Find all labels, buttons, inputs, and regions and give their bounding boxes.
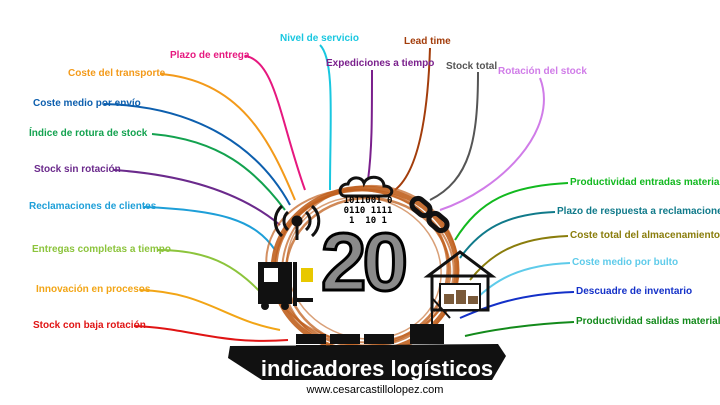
- label-innovacion: Innovación en procesos: [36, 284, 151, 295]
- label-baja-rotacion: Stock con baja rotación: [33, 320, 146, 331]
- label-nivel-servicio: Nivel de servicio: [280, 33, 359, 44]
- cargo-ship-icon: [228, 324, 506, 380]
- connector-rotura-stock: [151, 133, 286, 211]
- connector-nivel-servicio: [319, 44, 332, 191]
- big-number-20: 20: [319, 217, 409, 308]
- binary-code-text: 1011001 0 0110 1111 1 10 1: [343, 196, 393, 226]
- label-rotura-stock: Índice de rotura de stock: [29, 128, 148, 139]
- label-lead-time: Lead time: [404, 36, 451, 47]
- connector-productividad-salidas: [464, 321, 575, 337]
- label-descuadre: Descuadre de inventario: [576, 286, 693, 297]
- label-coste-almacenamiento: Coste total del almacenamiento: [570, 230, 720, 241]
- connector-coste-bulto: [474, 262, 571, 301]
- banner-title: indicadores logísticos: [260, 356, 494, 381]
- connector-stock-sin-rotacion: [113, 169, 281, 226]
- label-coste-envio: Coste medio por envío: [33, 98, 141, 109]
- antenna-icon: [273, 204, 321, 240]
- connector-plazo-entrega: [244, 55, 306, 191]
- connector-lines: [103, 44, 575, 342]
- connector-productividad-entradas: [454, 182, 569, 241]
- label-coste-bulto: Coste medio por bulto: [572, 257, 679, 268]
- website-url[interactable]: www.cesarcastillolopez.com: [306, 384, 444, 396]
- label-entregas-completas: Entregas completas a tiempo: [32, 244, 171, 255]
- connector-innovacion: [139, 289, 281, 331]
- connector-entregas-completas: [157, 249, 269, 301]
- connector-coste-transporte: [159, 73, 296, 201]
- connector-reclamaciones: [143, 206, 276, 251]
- forklift-icon: [258, 262, 313, 310]
- label-stock-sin-rotacion: Stock sin rotación: [34, 164, 121, 175]
- connector-baja-rotacion: [133, 325, 289, 342]
- label-rotacion-stock: Rotación del stock: [498, 66, 587, 77]
- chain-icon: [409, 195, 450, 234]
- connector-expediciones: [367, 69, 373, 181]
- connector-coste-almacenamiento: [469, 235, 569, 281]
- label-productividad-entradas: Productividad entradas material: [570, 177, 720, 188]
- connector-descuadre: [459, 291, 575, 319]
- label-expediciones: Expediciones a tiempo: [326, 58, 435, 69]
- label-plazo-entrega: Plazo de entrega: [170, 50, 250, 61]
- cloud-icon: [338, 175, 394, 198]
- connector-lead-time: [394, 47, 431, 191]
- label-stock-total: Stock total: [446, 61, 498, 72]
- connector-rotacion-stock: [439, 77, 545, 211]
- label-productividad-salidas: Productividad salidas material: [576, 316, 720, 327]
- connector-respuesta-reclamaciones: [459, 211, 556, 259]
- label-reclamaciones: Reclamaciones de clientes: [29, 201, 157, 212]
- warehouse-icon: [423, 250, 497, 312]
- label-respuesta-reclamaciones: Plazo de respuesta a reclamaciones: [557, 206, 720, 217]
- connector-stock-total: [429, 71, 479, 201]
- connector-coste-envio: [103, 103, 291, 206]
- label-coste-transporte: Coste del transporte: [68, 68, 166, 79]
